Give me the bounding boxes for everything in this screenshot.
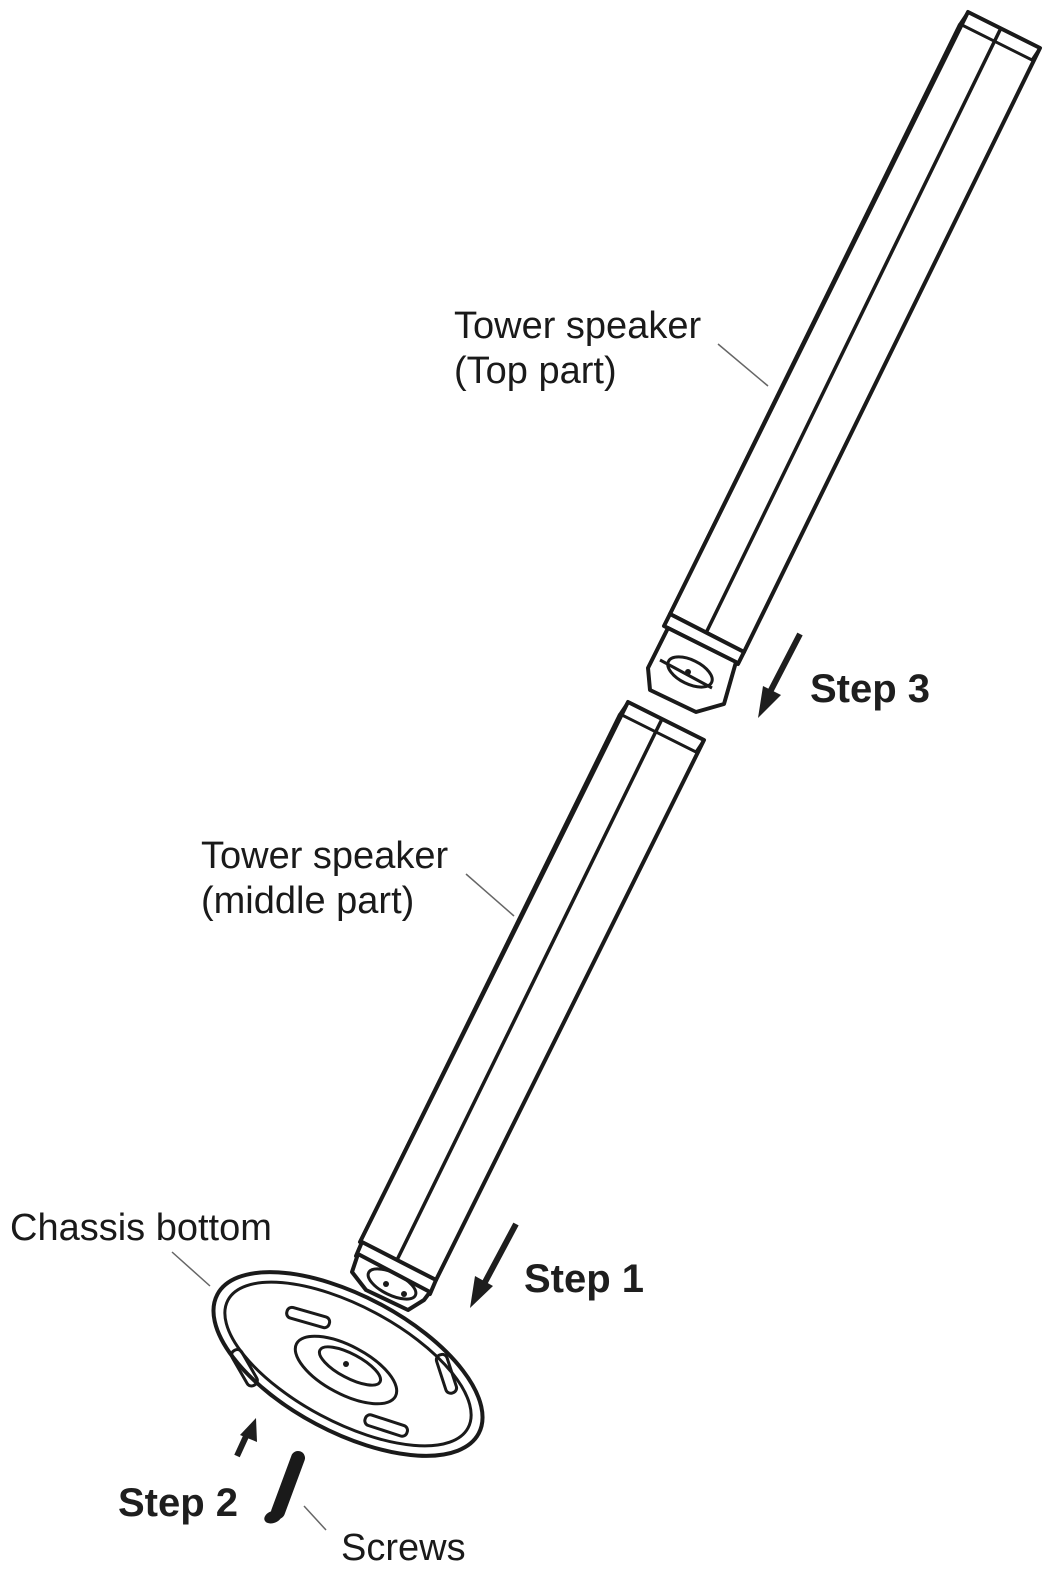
tower-top-part <box>646 10 1042 714</box>
step2-label: Step 2 <box>118 1481 239 1525</box>
tower-middle-part-label-line1: Tower speaker <box>201 835 449 877</box>
tower-middle-part-label-line2: (middle part) <box>201 879 415 922</box>
step1-label: Step 1 <box>524 1257 645 1301</box>
step3-label: Step 3 <box>810 667 931 711</box>
leader-line-chassis-bottom <box>171 1251 211 1287</box>
step1-arrow <box>470 1222 519 1308</box>
step3-arrow <box>758 632 803 718</box>
step2-arrow <box>234 1418 257 1458</box>
chassis-bottom-label: Chassis bottom <box>10 1207 272 1249</box>
leader-line-top-part <box>717 343 769 387</box>
tower-top-part-label-line1: Tower speaker <box>454 305 702 347</box>
tower-middle-part-label: Tower speaker (middle part) <box>201 834 448 924</box>
chassis-bottom-plate <box>211 1270 485 1458</box>
leader-line-middle-part <box>465 873 515 917</box>
screw <box>264 1451 305 1524</box>
tower-middle-part <box>350 700 706 1312</box>
tower-top-part-label-line2: (Top part) <box>454 349 617 392</box>
screws-label: Screws <box>341 1527 466 1569</box>
tower-top-part-label: Tower speaker (Top part) <box>454 304 701 394</box>
leader-line-screws <box>303 1505 327 1531</box>
